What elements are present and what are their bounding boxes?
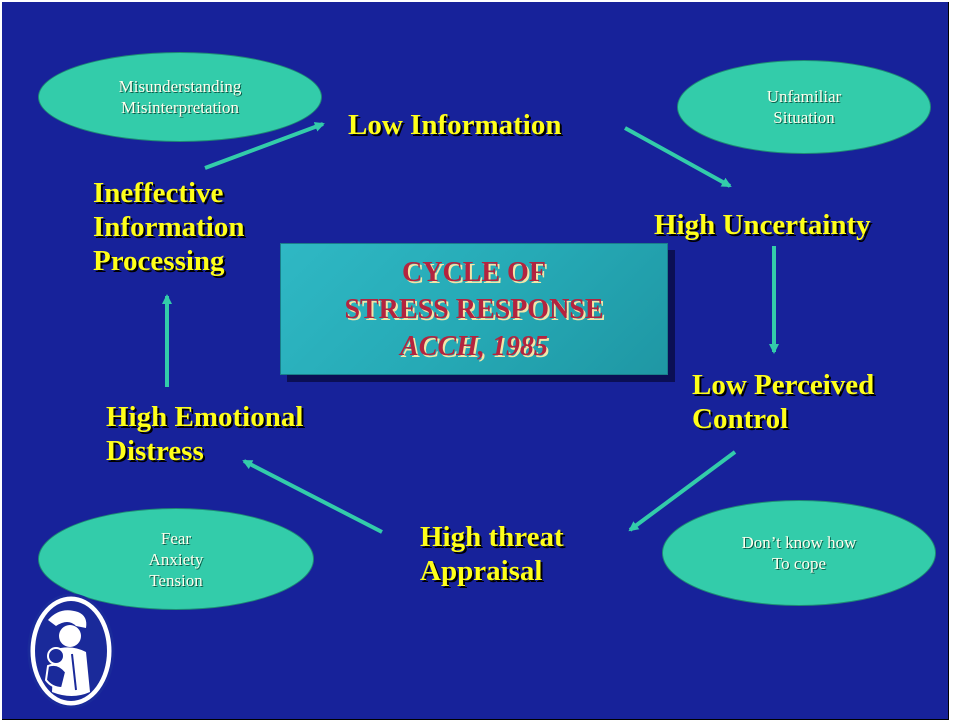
center-title-line2: STRESS RESPONSE [344,293,604,325]
center-title-box: CYCLE OF STRESS RESPONSE ACCH, 1985 [280,243,668,375]
nurse-holding-child-logo [27,593,115,709]
node-ineffective-information-processing: Ineffective Information Processing [93,176,244,278]
arrow-low-information-to-uncertainty [624,126,732,188]
oval-text: Tension [149,570,203,590]
node-low-perceived-control: Low Perceived Control [692,368,874,436]
oval-text: Don’t know how [741,533,857,552]
node-text: Appraisal [420,555,543,587]
node-high-emotional-distress: High Emotional Distress [106,400,303,468]
node-text: High Uncertainty [654,209,871,241]
arrow-control-to-threat [628,450,737,532]
center-title-line1: CYCLE OF [402,256,546,288]
oval-unfamiliar-situation: Unfamiliar Situation [677,60,931,154]
oval-text: Fear [160,528,192,548]
node-text: Processing [93,245,225,277]
oval-text: Unfamiliar [766,87,842,106]
arrow-threat-to-distress [242,459,383,534]
node-text: Information [93,211,245,243]
node-text: Ineffective [93,177,224,209]
oval-fear-anxiety-tension: Fear Anxiety Tension [38,508,314,610]
oval-text: Anxiety [148,549,204,569]
node-text: High Emotional [106,401,304,433]
node-text: Control [692,403,789,435]
center-title-citation: ACCH, 1985 [400,330,548,362]
node-high-uncertainty: High Uncertainty [654,208,871,242]
node-text: Low Information [348,109,562,141]
oval-text: To cope [771,554,827,573]
oval-misunderstanding: Misunderstanding Misinterpretation [38,52,322,142]
node-text: High threat [420,521,564,553]
oval-text: Misinterpretation [120,98,240,117]
node-high-threat-appraisal: High threat Appraisal [420,520,564,588]
node-text: Low Perceived [692,369,875,401]
arrow-processing-to-low-information [204,122,325,170]
oval-text: Situation [773,108,835,127]
node-low-information: Low Information [348,108,561,142]
node-text: Distress [106,435,204,467]
oval-dont-know-how-to-cope: Don’t know how To cope [662,500,936,606]
oval-text: Misunderstanding [118,77,242,96]
